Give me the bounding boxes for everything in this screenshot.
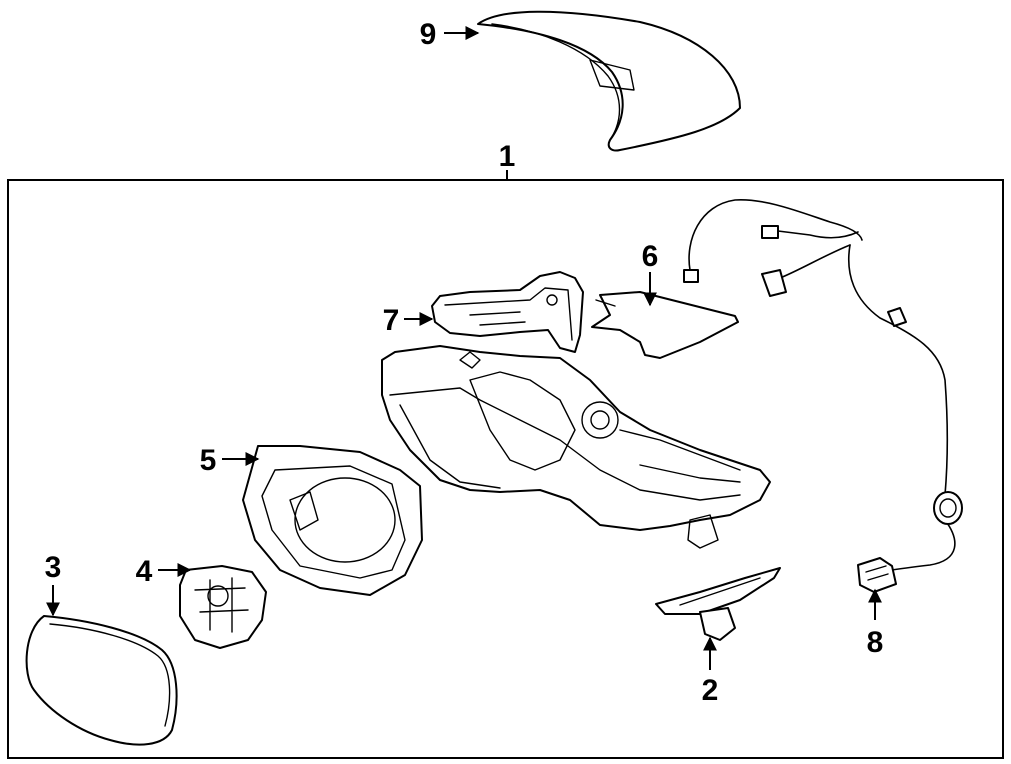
callout-4: 4 — [136, 555, 153, 588]
part-7-bracket — [431, 271, 584, 353]
assembly-frame — [7, 179, 1004, 759]
callout-8: 8 — [867, 626, 884, 659]
part-6-gasket — [591, 291, 739, 359]
callout-7: 7 — [383, 304, 400, 337]
part-2-cover — [655, 567, 781, 641]
callout-9: 9 — [420, 18, 437, 51]
callout-3: 3 — [45, 551, 62, 584]
part-4-actuator — [179, 565, 267, 649]
part-3-mirror-glass — [25, 615, 178, 746]
callout-5: 5 — [200, 444, 217, 477]
callout-2: 2 — [702, 674, 719, 707]
part-8-connector — [857, 557, 897, 593]
callout-1: 1 — [499, 140, 516, 173]
part-9-mirror-cap — [477, 10, 741, 152]
part-1-housing — [381, 345, 771, 549]
callout-6: 6 — [642, 240, 659, 273]
part-5-frame — [242, 445, 423, 596]
